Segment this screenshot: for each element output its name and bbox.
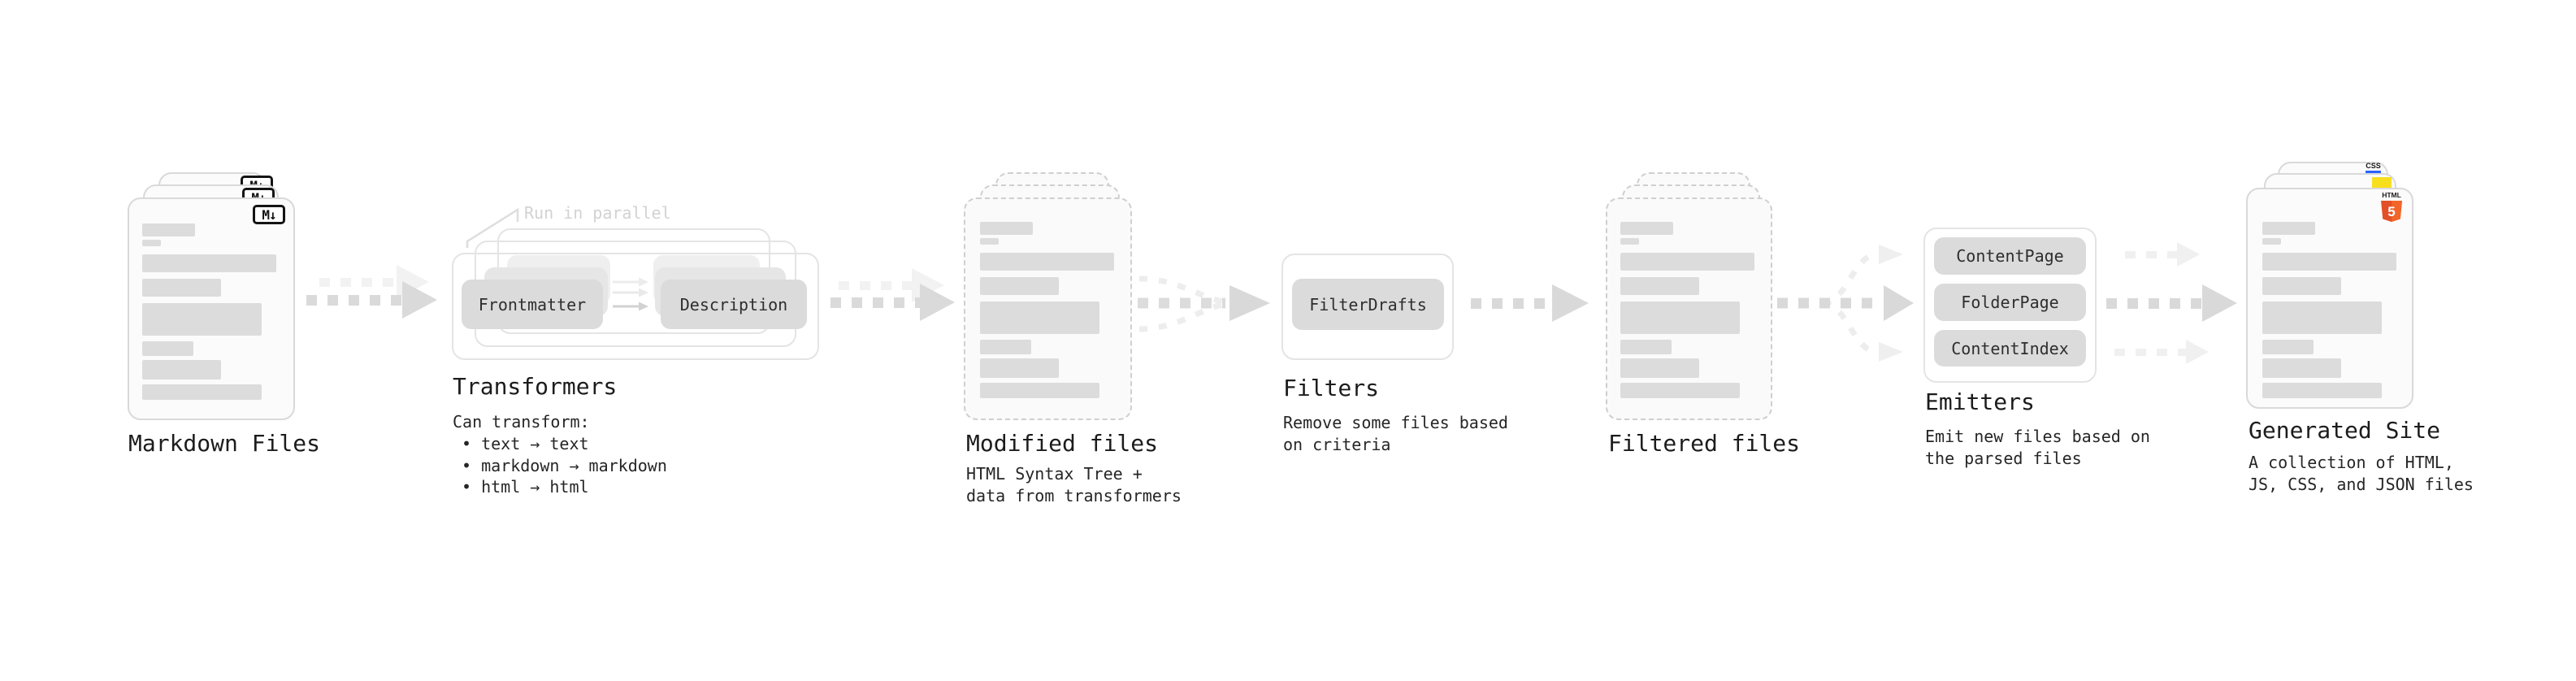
- transformers-bullet-list: • text → text • markdown → markdown • ht…: [462, 433, 667, 498]
- bullet-item: • markdown → markdown: [462, 455, 667, 475]
- html5-icon: HTML 5: [2381, 191, 2402, 222]
- filtered-files-label: Filtered files: [1608, 430, 1801, 457]
- transformer-box-front: [452, 253, 819, 360]
- arrow-filtered-to-emitters: [1777, 245, 1914, 362]
- run-in-parallel-annotation: Run in parallel: [524, 203, 671, 223]
- modified-files-desc: HTML Syntax Tree + data from transformer…: [966, 464, 1182, 505]
- svg-text:HTML: HTML: [2382, 191, 2401, 199]
- arrow-markdown-to-transformers: [306, 281, 437, 319]
- bullet-item: • html → html: [462, 477, 589, 497]
- modified-files-label: Modified files: [966, 430, 1159, 457]
- bullet-item: • text → text: [462, 434, 589, 453]
- emitter-chip-contentindex: ContentIndex: [1934, 330, 2086, 367]
- parallel-arrows-icon: [613, 277, 648, 311]
- arrow-filters-to-filtered: [1471, 284, 1589, 322]
- markdown-icon: M↓: [253, 205, 285, 224]
- arrow-emitters-to-generated-bottom: [2114, 340, 2209, 364]
- generated-site-label: Generated Site: [2249, 417, 2441, 444]
- transformer-chip-description: Description: [661, 280, 807, 329]
- arrow-modified-to-filters: [1138, 275, 1270, 332]
- emitters-desc: Emit new files based on the parsed files: [1925, 427, 2150, 468]
- filters-label: Filters: [1283, 375, 1380, 401]
- filters-desc: Remove some files based on criteria: [1283, 413, 1508, 454]
- arrow-transformers-to-modified: [830, 284, 955, 321]
- transformers-desc-title: Can transform:: [453, 412, 590, 432]
- transformers-label: Transformers: [453, 373, 618, 400]
- svg-text:5: 5: [2387, 204, 2395, 219]
- emitter-chip-folderpage: FolderPage: [1934, 284, 2086, 321]
- emitter-chip-contentpage: ContentPage: [1934, 237, 2086, 275]
- transformer-chip-frontmatter: Frontmatter: [462, 280, 603, 329]
- css-icon: CSS: [2366, 162, 2381, 174]
- emitters-label: Emitters: [1925, 388, 2035, 415]
- js-icon: [2372, 177, 2392, 188]
- annotation-leader-line: [466, 207, 519, 248]
- generated-site-desc: A collection of HTML, JS, CSS, and JSON …: [2249, 453, 2474, 494]
- filter-chip-filterdrafts: FilterDrafts: [1292, 279, 1444, 330]
- arrow-emitters-to-generated-middle: [2106, 284, 2237, 322]
- arrow-emitters-to-generated-top: [2125, 242, 2200, 267]
- markdown-files-label: Markdown Files: [128, 430, 321, 457]
